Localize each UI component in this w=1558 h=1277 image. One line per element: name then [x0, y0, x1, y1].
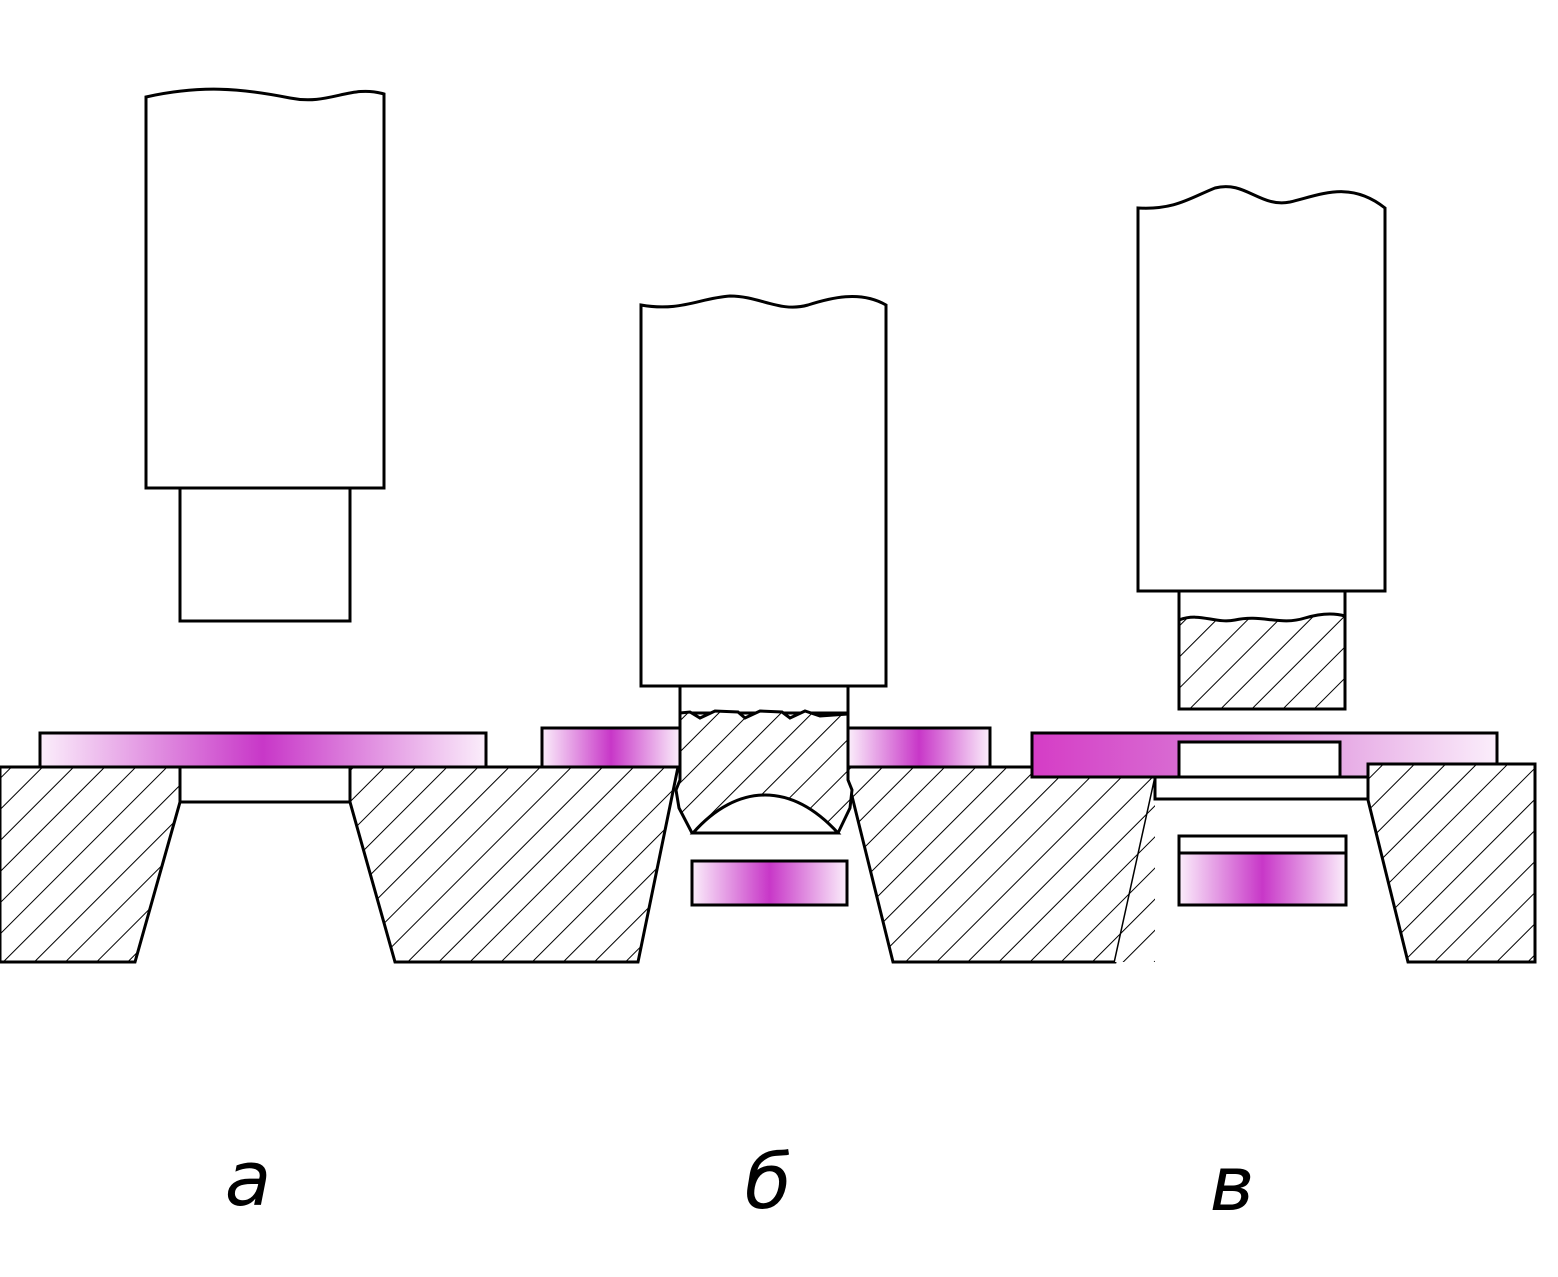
strip-hole-v [1177, 740, 1342, 779]
sheared-slug-b [674, 709, 854, 835]
stage-v [1030, 185, 1537, 964]
punch-shank-b [639, 294, 888, 688]
punch-shank-v [1136, 185, 1387, 593]
punch-tip-a [178, 486, 352, 623]
label-b: б [745, 1137, 792, 1226]
die-right-a [348, 765, 680, 964]
workpiece-strip-a [38, 731, 488, 769]
label-a: а [225, 1134, 272, 1223]
stage-b [540, 294, 1157, 964]
punch-tip-b [678, 684, 850, 715]
die-opening-a [178, 765, 352, 804]
die-right-b [846, 765, 1157, 964]
workpiece-left-b [540, 726, 682, 769]
die-gap-v [1153, 775, 1370, 801]
die-left-a [0, 765, 182, 964]
label-v: в [1210, 1139, 1255, 1228]
ejected-blank-v [1177, 851, 1348, 907]
slug-concave-b [689, 793, 842, 835]
ejected-blank-b [690, 859, 849, 907]
punch-shank-a [144, 87, 386, 490]
stage-a [0, 87, 680, 964]
die-right-v [1366, 762, 1537, 964]
ejected-plate-v [1177, 834, 1348, 855]
punch-tip-hatched-v [1177, 612, 1347, 711]
workpiece-right-b [846, 726, 992, 769]
die-left-v [1115, 767, 1155, 962]
